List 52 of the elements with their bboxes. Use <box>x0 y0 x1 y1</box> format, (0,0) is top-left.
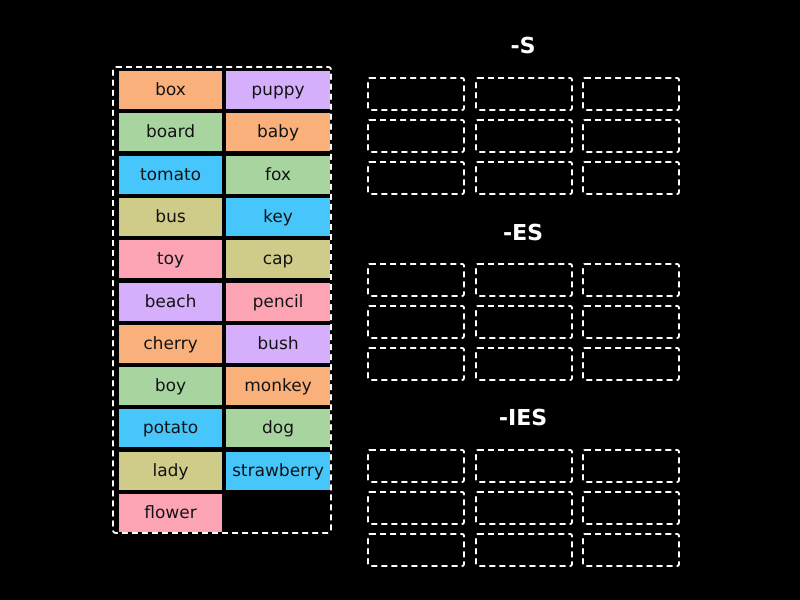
drop-slot <box>367 491 465 525</box>
word-card: bush <box>226 324 330 363</box>
card-tray <box>112 66 332 534</box>
drop-slot <box>367 305 465 339</box>
drop-slot <box>367 119 465 153</box>
drop-slot <box>582 533 680 567</box>
word-card: dog <box>226 409 330 448</box>
word-card: baby <box>226 113 330 152</box>
drop-slot <box>582 305 680 339</box>
drop-slot <box>367 161 465 195</box>
drop-slot <box>474 449 572 483</box>
drop-slot <box>582 119 680 153</box>
group-heading: -ES <box>502 221 544 246</box>
drop-slot <box>367 533 465 567</box>
drop-slot <box>474 77 572 111</box>
drop-slot <box>474 347 572 381</box>
drop-slot <box>582 77 680 111</box>
word-card: tomato <box>119 156 222 194</box>
drop-slot <box>367 347 465 381</box>
word-card: boy <box>119 367 222 406</box>
word-card: lady <box>119 452 222 490</box>
word-card: puppy <box>226 71 330 109</box>
drop-slot <box>582 347 680 381</box>
drop-slot <box>474 533 572 567</box>
drop-slot <box>582 161 680 195</box>
word-card: key <box>226 198 330 236</box>
word-card: cherry <box>119 324 222 363</box>
word-card: toy <box>119 240 222 278</box>
drop-slot <box>582 449 680 483</box>
drop-slot <box>474 491 572 525</box>
word-card: board <box>119 113 222 152</box>
word-card: flower <box>119 494 222 532</box>
word-card: cap <box>226 240 330 278</box>
drop-slot <box>367 263 465 297</box>
word-card: pencil <box>226 282 330 320</box>
drop-slot <box>474 119 572 153</box>
drop-slot <box>367 77 465 111</box>
drop-slot <box>474 305 572 339</box>
word-card: fox <box>226 156 330 194</box>
word-card: potato <box>119 409 222 448</box>
drop-slot <box>367 449 465 483</box>
group-heading: -S <box>510 34 536 59</box>
word-card: box <box>119 71 222 109</box>
drop-slot <box>474 161 572 195</box>
group-heading: -IES <box>498 406 548 431</box>
word-card: monkey <box>226 367 330 406</box>
drop-slot <box>474 263 572 297</box>
drop-slot <box>582 491 680 525</box>
word-card: bus <box>119 198 222 236</box>
drop-slot <box>582 263 680 297</box>
word-card: beach <box>119 282 222 320</box>
word-card: strawberry <box>226 452 330 490</box>
